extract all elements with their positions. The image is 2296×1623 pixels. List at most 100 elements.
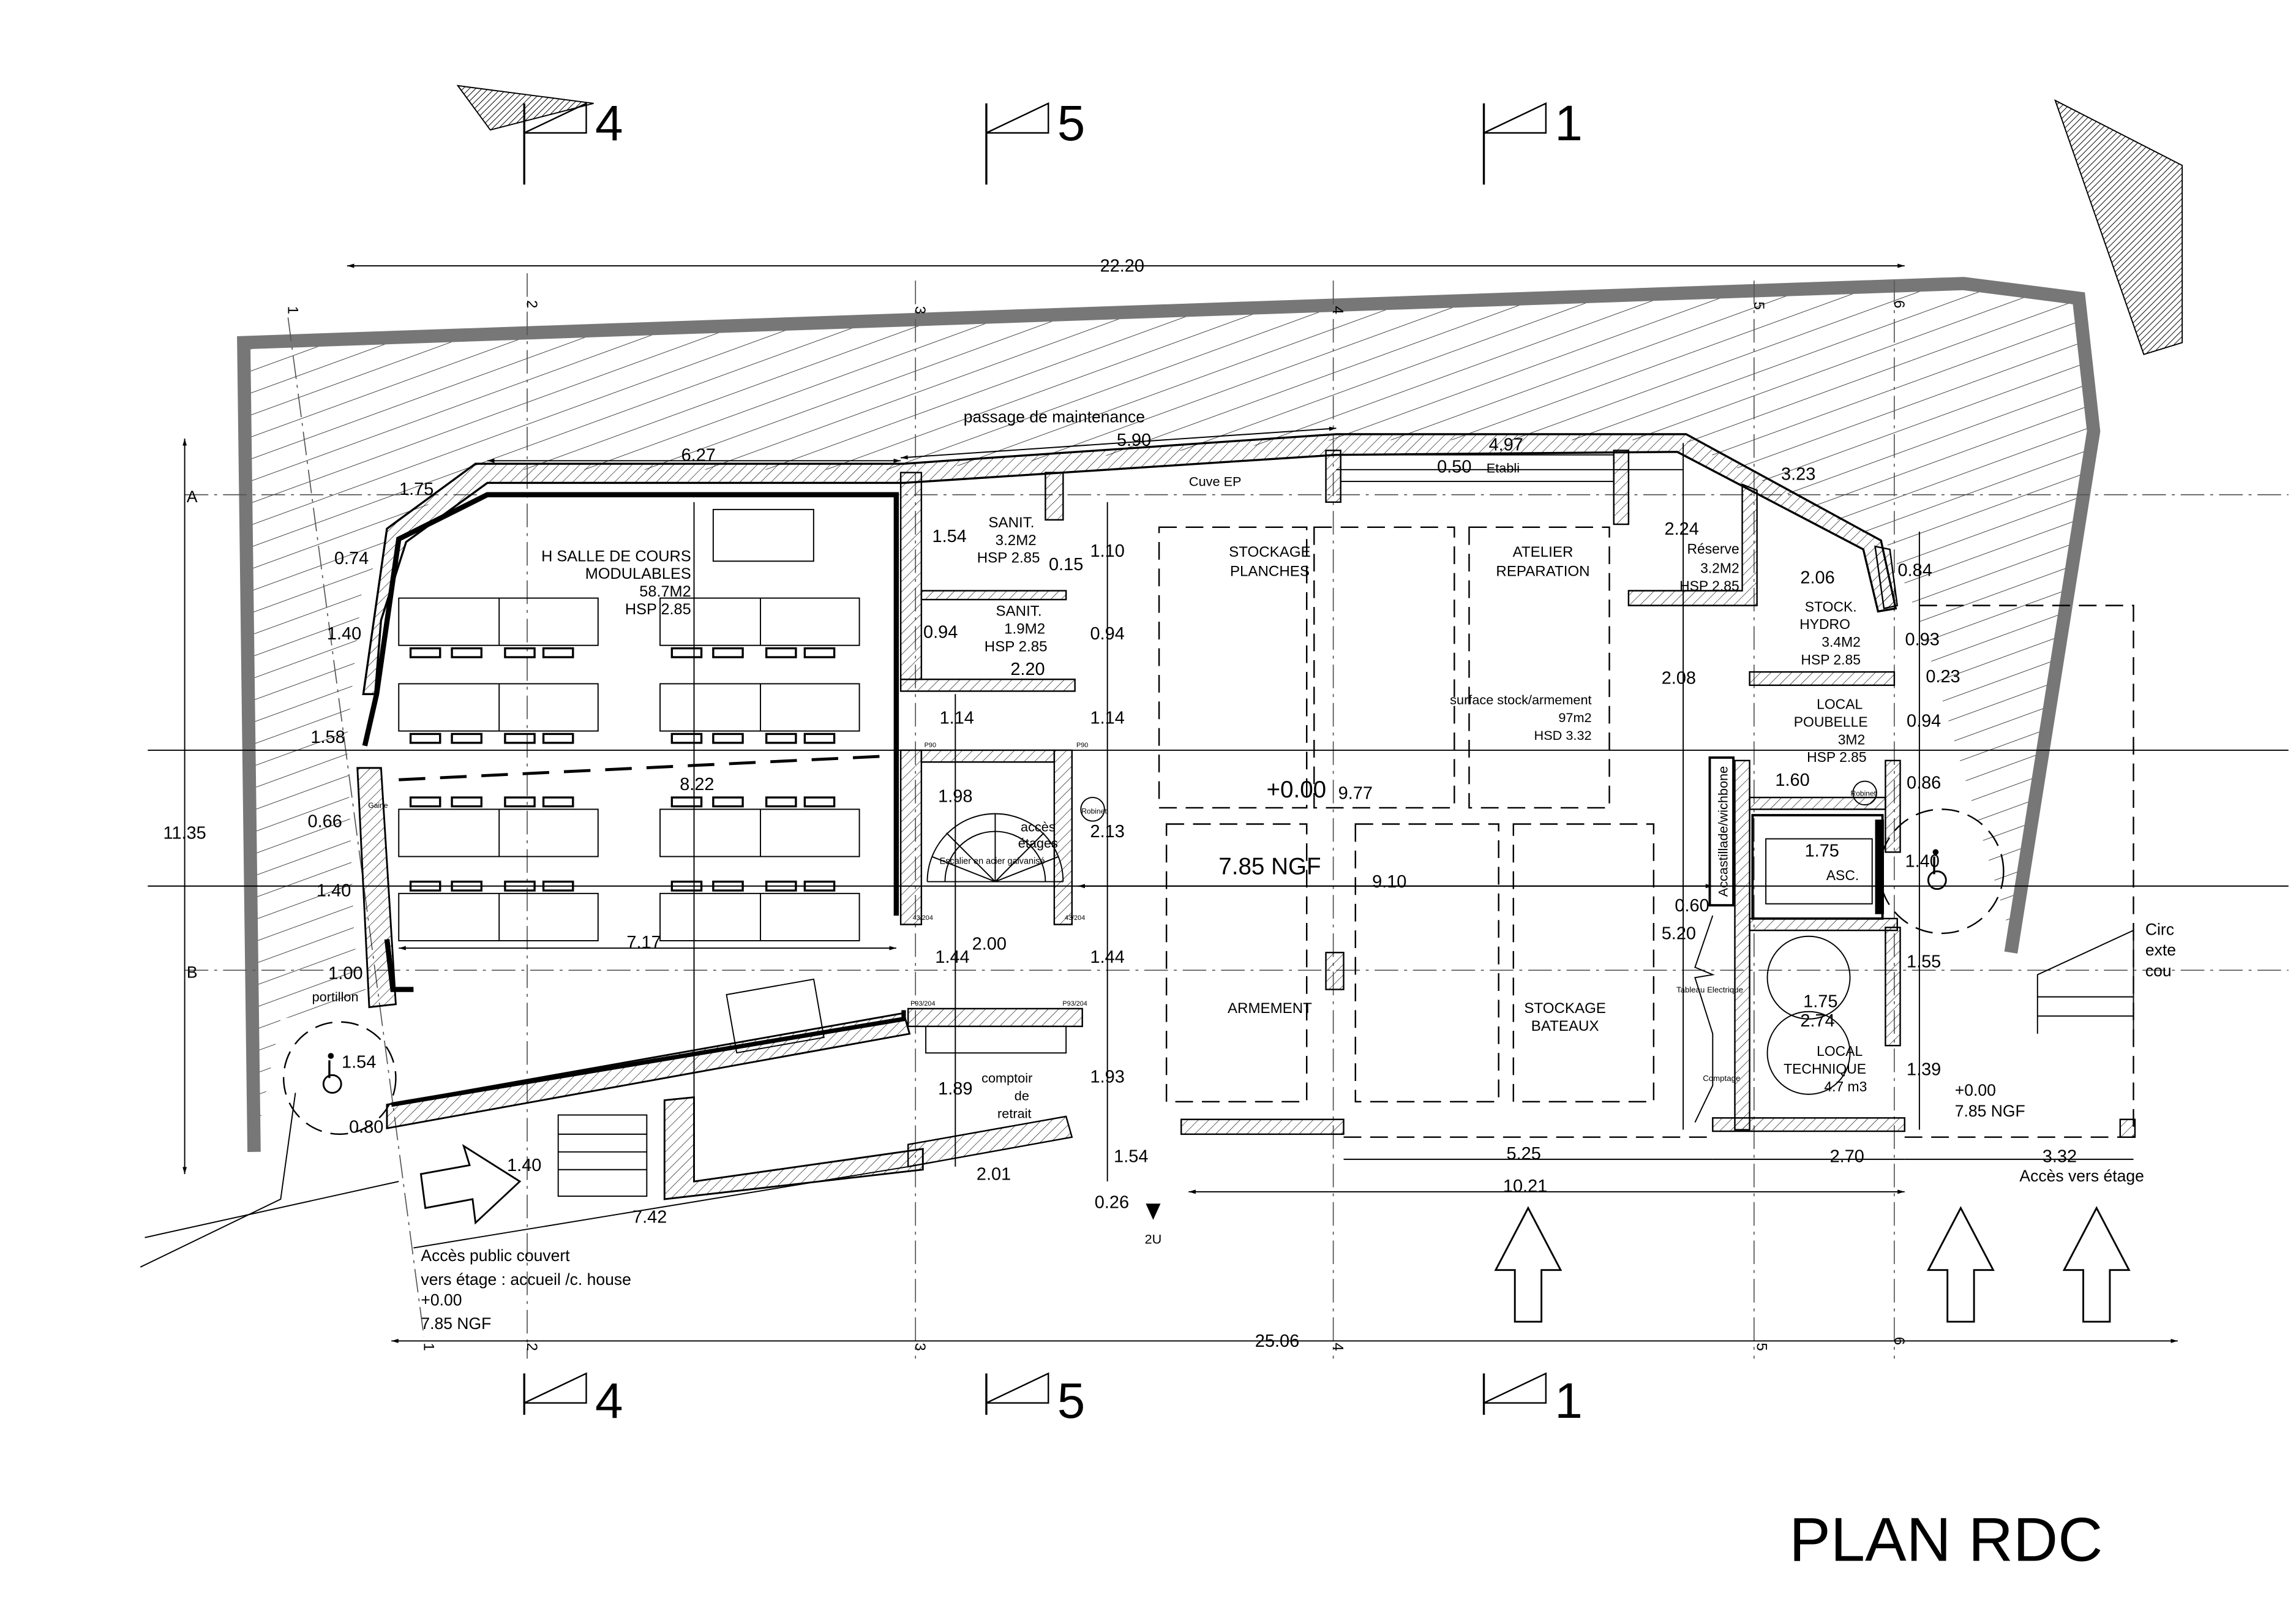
chair <box>504 880 536 892</box>
stock-hydro-wall <box>1874 545 1899 609</box>
wheelchair-circle-left <box>282 1021 397 1135</box>
chair <box>451 880 482 892</box>
door-code: P93/204 <box>910 1000 935 1007</box>
dimension-label: 8.22 <box>680 775 714 794</box>
dimension-label: 2.20 <box>1010 660 1045 679</box>
room-label: 3.2M2 <box>996 532 1037 549</box>
annotation: cou <box>2145 962 2172 980</box>
room-label: Tableau Electrique <box>1676 985 1743 994</box>
grid-axis-label: 2 <box>523 1342 540 1350</box>
dimension-label: 1.14 <box>940 709 974 728</box>
room-label: MODULABLES <box>585 565 691 582</box>
grid-axis-label: 5 <box>1754 1342 1770 1350</box>
dimension-label: 0.94 <box>1907 711 1941 731</box>
room-label: comptoir <box>981 1070 1032 1085</box>
sanitary-partition <box>920 590 1067 601</box>
dimension-label: 1.93 <box>1090 1067 1125 1086</box>
chair <box>451 732 482 744</box>
comptoir-counter <box>925 1025 1067 1054</box>
dimension-label: 0.80 <box>349 1117 383 1137</box>
grid-axis-label: 5 <box>1750 301 1767 309</box>
turning-circle <box>1766 935 1851 1020</box>
site-boundary-wall <box>237 277 2101 1152</box>
grid-axis-label: 6 <box>1891 300 1907 308</box>
room-label: 4.7 m3 <box>1824 1079 1867 1094</box>
dimension-label: 3.23 <box>1781 465 1815 484</box>
dimension-label: 7.42 <box>632 1208 667 1227</box>
annotation: Accès vers étage <box>2019 1167 2144 1185</box>
chair <box>712 732 744 744</box>
annotation: passage de maintenance <box>964 408 1145 426</box>
sanitary-bottom-wall <box>899 678 1076 692</box>
zone-stockage-bateaux <box>1512 823 1655 1103</box>
annotation: Accès public couvert <box>421 1246 570 1265</box>
dimension-label: 2.08 <box>1662 668 1696 688</box>
chair <box>542 880 574 892</box>
door-code: P90 <box>1076 742 1088 749</box>
zone-atelier <box>1468 526 1610 809</box>
cuve-ep-wall <box>1325 450 1341 503</box>
zone-stockage-2 <box>1313 526 1455 809</box>
sanitary-right-wall <box>1045 472 1064 521</box>
south-wall-inner <box>391 1010 906 1107</box>
room-label: 3M2 <box>1838 731 1866 747</box>
chair <box>409 880 441 892</box>
room-label: retrait <box>997 1105 1031 1121</box>
grid-axis-label: 3 <box>912 1342 928 1350</box>
annotation: 7.85 NGF <box>421 1314 491 1333</box>
tableau-electrique-cabinet <box>1694 915 1715 1123</box>
dimension-label: 1.60 <box>1775 770 1809 790</box>
room-label: PLANCHES <box>1230 563 1310 579</box>
section-marker: 4 <box>523 1372 623 1429</box>
chair <box>451 647 482 658</box>
room-label: H SALLE DE COURS <box>541 548 691 565</box>
room-label: 3.2M2 <box>1700 560 1739 576</box>
room-label: TECHNIQUE <box>1784 1061 1866 1077</box>
dimension-label: 10.21 <box>1503 1177 1547 1196</box>
room-label: 58.7M2 <box>639 583 691 600</box>
comptoir-wall <box>907 1007 1083 1028</box>
dimension-label: 1.55 <box>1907 952 1941 971</box>
classroom-inner-wall <box>362 492 899 916</box>
grid-axis-label: A <box>187 488 198 506</box>
classroom-table <box>398 892 599 941</box>
grid-axis-label: 1 <box>284 306 301 314</box>
dimension-label: 0.93 <box>1905 630 1940 650</box>
annotation: Circ <box>2145 920 2174 938</box>
section-marker-label: 1 <box>1555 1373 1583 1429</box>
chair <box>409 732 441 744</box>
classroom-bottom-left-wall <box>384 939 414 992</box>
annotation: Robinet <box>1081 807 1107 816</box>
entry-stair <box>557 1114 648 1197</box>
dimension-label: 1.54 <box>342 1052 376 1072</box>
classroom-table <box>398 808 599 857</box>
door-code: 43/204 <box>913 914 933 922</box>
dimension-label: 5.90 <box>1117 431 1151 450</box>
room-label: 3.4M2 <box>1821 634 1861 650</box>
grid-axis-label: 4 <box>1330 306 1346 314</box>
right-block-wall-right <box>1885 759 1901 853</box>
room-label: ASC. <box>1826 867 1859 883</box>
right-dashed-outline <box>1919 604 2134 1137</box>
dimension-label: 11.35 <box>163 824 206 843</box>
chair <box>504 647 536 658</box>
door-code: P93/204 <box>1062 1000 1087 1007</box>
chair <box>803 647 836 658</box>
dimension-label: 1.75 <box>1805 842 1839 861</box>
room-label: STOCKAGE <box>1524 1000 1606 1017</box>
room-label: HSP 2.85 <box>1807 749 1867 765</box>
room-label: HSP 2.85 <box>625 601 691 618</box>
local-poubelle-floor <box>1749 796 1886 810</box>
room-label: Accastillade/wichbone <box>1715 766 1730 897</box>
dimension-label: 1.39 <box>1907 1060 1941 1079</box>
room-label: STOCK. <box>1805 598 1857 614</box>
exterior-stair <box>2036 929 2134 1034</box>
dimension-label: 3.32 <box>2043 1147 2077 1167</box>
dimension-label: 6.27 <box>681 445 716 465</box>
room-label: HSP 2.85 <box>1801 652 1861 668</box>
section-marker-label: 4 <box>595 96 623 151</box>
site-ground <box>140 85 2183 1268</box>
storage-zones <box>1158 526 1655 1103</box>
dimension-label: 22.20 <box>1100 257 1144 276</box>
